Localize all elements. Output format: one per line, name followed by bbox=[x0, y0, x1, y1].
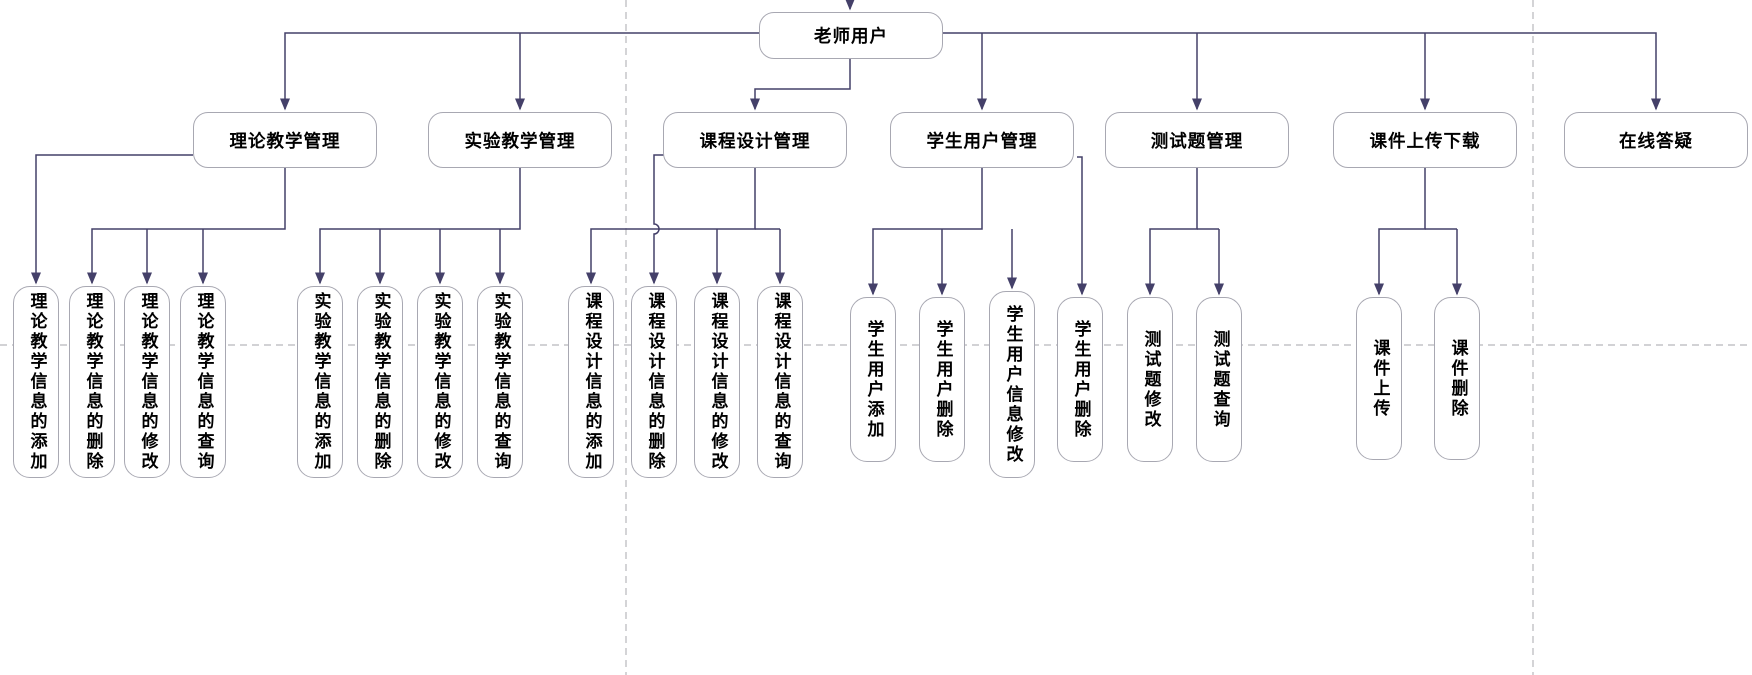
connector-line bbox=[586, 168, 756, 285]
node-student-user-delete[interactable]: 学生用户删除 bbox=[919, 297, 965, 462]
connector-line bbox=[750, 59, 851, 111]
node-test-question-management[interactable]: 测试题管理 bbox=[1105, 112, 1289, 168]
node-student-user-info-modify[interactable]: 学生用户信息修改 bbox=[989, 291, 1035, 478]
node-course-design-info-delete[interactable]: 课程设计信息的删除 bbox=[631, 286, 677, 478]
node-experiment-info-modify[interactable]: 实验教学信息的修改 bbox=[417, 286, 463, 478]
node-courseware-delete[interactable]: 课件删除 bbox=[1434, 297, 1480, 460]
node-experiment-info-query[interactable]: 实验教学信息的查询 bbox=[477, 286, 523, 478]
node-student-user-delete-2[interactable]: 学生用户删除 bbox=[1057, 297, 1103, 462]
node-experiment-teaching-management[interactable]: 实验教学管理 bbox=[428, 112, 612, 168]
node-online-qa[interactable]: 在线答疑 bbox=[1564, 112, 1748, 168]
connector-line bbox=[315, 168, 521, 285]
connector-line bbox=[280, 32, 759, 111]
node-student-user-add[interactable]: 学生用户添加 bbox=[850, 297, 896, 462]
node-theory-info-add[interactable]: 理论教学信息的添加 bbox=[13, 286, 59, 478]
node-theory-info-modify[interactable]: 理论教学信息的修改 bbox=[124, 286, 170, 478]
node-theory-info-query[interactable]: 理论教学信息的查询 bbox=[180, 286, 226, 478]
connector-line bbox=[649, 154, 667, 285]
connector-line bbox=[31, 154, 193, 285]
connector-line bbox=[87, 168, 286, 285]
node-student-user-management[interactable]: 学生用户管理 bbox=[890, 112, 1074, 168]
connector-line bbox=[1145, 168, 1198, 296]
connector-line bbox=[1374, 168, 1426, 296]
node-course-design-management[interactable]: 课程设计管理 bbox=[663, 112, 847, 168]
node-test-question-query[interactable]: 测试题查询 bbox=[1196, 297, 1242, 462]
node-course-design-info-query[interactable]: 课程设计信息的查询 bbox=[757, 286, 803, 478]
node-experiment-info-add[interactable]: 实验教学信息的添加 bbox=[297, 286, 343, 478]
node-courseware-upload-download[interactable]: 课件上传下载 bbox=[1333, 112, 1517, 168]
connector-line bbox=[868, 168, 983, 296]
node-teacher-user[interactable]: 老师用户 bbox=[759, 12, 943, 59]
connector-line bbox=[1077, 156, 1087, 296]
node-course-design-info-add[interactable]: 课程设计信息的添加 bbox=[568, 286, 614, 478]
node-test-question-modify[interactable]: 测试题修改 bbox=[1127, 297, 1173, 462]
node-theory-info-delete[interactable]: 理论教学信息的删除 bbox=[69, 286, 115, 478]
node-experiment-info-delete[interactable]: 实验教学信息的删除 bbox=[357, 286, 403, 478]
node-theory-teaching-management[interactable]: 理论教学管理 bbox=[193, 112, 377, 168]
node-courseware-upload[interactable]: 课件上传 bbox=[1356, 297, 1402, 460]
connector-line bbox=[943, 32, 1661, 111]
node-course-design-info-modify[interactable]: 课程设计信息的修改 bbox=[694, 286, 740, 478]
